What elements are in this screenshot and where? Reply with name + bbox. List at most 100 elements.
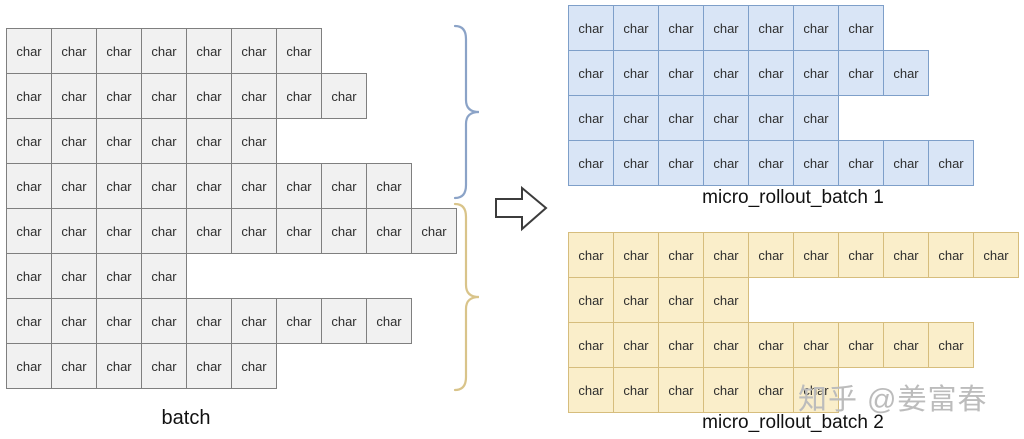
char-cell: char: [703, 5, 749, 51]
char-cell: char: [366, 208, 412, 254]
char-cell: char: [186, 28, 232, 74]
char-cell: char: [658, 232, 704, 278]
char-cell: char: [613, 322, 659, 368]
char-cell: char: [883, 140, 929, 186]
char-cell: char: [141, 343, 187, 389]
char-cell: char: [613, 95, 659, 141]
char-cell: char: [748, 5, 794, 51]
char-cell: char: [141, 253, 187, 299]
char-cell: char: [613, 140, 659, 186]
char-cell: char: [838, 232, 884, 278]
char-cell: char: [703, 322, 749, 368]
char-cell: char: [276, 208, 322, 254]
char-cell: char: [96, 73, 142, 119]
char-cell: char: [748, 140, 794, 186]
char-cell: char: [6, 28, 52, 74]
char-cell: char: [231, 208, 277, 254]
char-cell: char: [96, 343, 142, 389]
char-cell: char: [793, 95, 839, 141]
char-cell: char: [366, 163, 412, 209]
char-cell: char: [231, 118, 277, 164]
char-cell: char: [613, 277, 659, 323]
char-cell: char: [6, 118, 52, 164]
char-cell: char: [883, 232, 929, 278]
char-cell: char: [186, 118, 232, 164]
char-cell: char: [411, 208, 457, 254]
char-cell: char: [658, 367, 704, 413]
char-cell: char: [96, 28, 142, 74]
char-cell: char: [613, 367, 659, 413]
char-cell: char: [613, 5, 659, 51]
char-cell: char: [186, 73, 232, 119]
batch-label: batch: [161, 407, 211, 429]
char-cell: char: [928, 140, 974, 186]
char-cell: char: [703, 367, 749, 413]
char-cell: char: [748, 322, 794, 368]
char-cell: char: [186, 298, 232, 344]
char-cell: char: [568, 322, 614, 368]
char-cell: char: [321, 73, 367, 119]
char-cell: char: [568, 5, 614, 51]
curly-brace-blue-icon: [453, 24, 480, 200]
char-cell: char: [231, 298, 277, 344]
char-cell: char: [141, 73, 187, 119]
char-cell: char: [51, 118, 97, 164]
char-cell: char: [321, 163, 367, 209]
char-cell: char: [793, 322, 839, 368]
char-cell: char: [231, 28, 277, 74]
char-cell: char: [51, 298, 97, 344]
char-cell: char: [568, 95, 614, 141]
char-cell: char: [276, 163, 322, 209]
char-cell: char: [658, 50, 704, 96]
char-cell: char: [186, 343, 232, 389]
char-cell: char: [51, 28, 97, 74]
char-cell: char: [748, 232, 794, 278]
char-cell: char: [6, 343, 52, 389]
char-cell: char: [51, 253, 97, 299]
char-cell: char: [321, 208, 367, 254]
char-cell: char: [6, 73, 52, 119]
char-cell: char: [276, 298, 322, 344]
char-cell: char: [96, 118, 142, 164]
char-cell: char: [6, 208, 52, 254]
char-cell: char: [748, 50, 794, 96]
char-cell: char: [276, 28, 322, 74]
char-cell: char: [703, 277, 749, 323]
char-cell: char: [51, 208, 97, 254]
char-cell: char: [186, 163, 232, 209]
micro-rollout-batch-2-label: micro_rollout_batch 2: [702, 412, 884, 433]
micro-rollout-batch-1-label: micro_rollout_batch 1: [702, 187, 884, 208]
char-cell: char: [793, 367, 839, 413]
char-cell: char: [883, 322, 929, 368]
curly-brace-yellow-icon: [453, 202, 480, 392]
char-cell: char: [838, 5, 884, 51]
char-cell: char: [703, 95, 749, 141]
char-cell: char: [568, 367, 614, 413]
char-cell: char: [883, 50, 929, 96]
char-cell: char: [231, 343, 277, 389]
char-cell: char: [793, 50, 839, 96]
char-cell: char: [141, 118, 187, 164]
char-cell: char: [141, 28, 187, 74]
char-cell: char: [928, 232, 974, 278]
char-cell: char: [748, 95, 794, 141]
char-cell: char: [568, 232, 614, 278]
char-cell: char: [703, 50, 749, 96]
char-cell: char: [838, 322, 884, 368]
char-cell: char: [928, 322, 974, 368]
char-cell: char: [141, 163, 187, 209]
